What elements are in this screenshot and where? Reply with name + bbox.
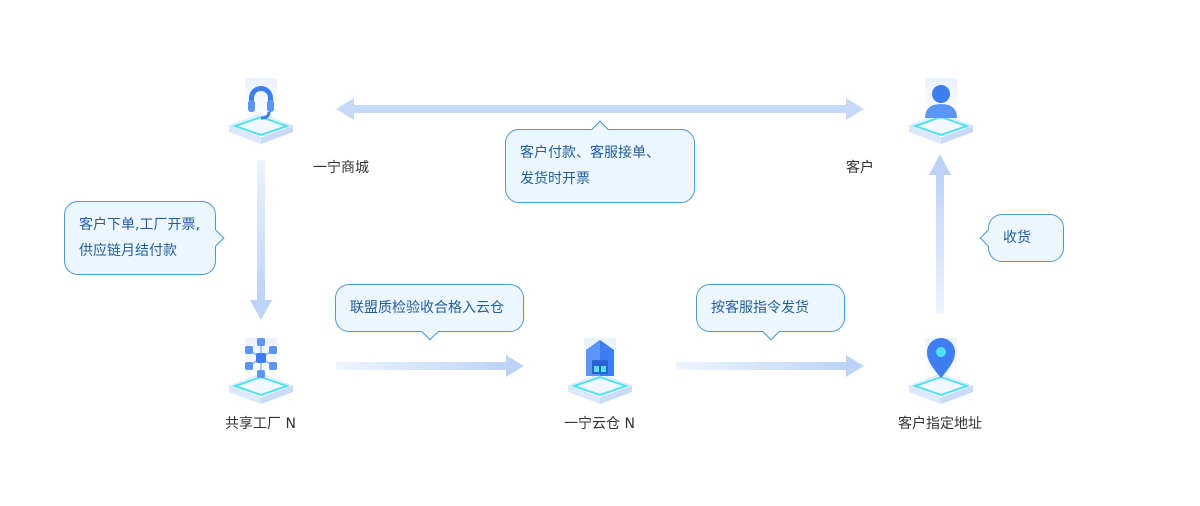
bubble-payment: 客户付款、客服接单、 发货时开票 <box>505 120 695 203</box>
bubble-payment-line-1: 客户付款、客服接单、 <box>520 145 660 161</box>
bubble-inspection-line-1: 联盟质检验收合格入云仓 <box>350 300 504 316</box>
arrow-address-customer <box>929 154 951 314</box>
user-icon <box>907 78 975 144</box>
headset-icon <box>227 78 295 144</box>
arrow-warehouse-address <box>676 355 864 377</box>
bubble-inspection: 联盟质检验收合格入云仓 <box>335 284 524 341</box>
node-cloud-warehouse-label: 一宁云仓 N <box>564 416 635 432</box>
node-mall-label: 一宁商城 <box>313 160 369 176</box>
bubble-receive: 收货 <box>979 214 1064 262</box>
bubble-dispatch: 按客服指令发货 <box>696 284 845 341</box>
node-mall <box>219 68 303 152</box>
arrow-mall-factory <box>250 160 272 320</box>
bubble-payment-line-2: 发货时开票 <box>520 171 590 187</box>
bubble-order-line-1: 客户下单,工厂开票, <box>79 217 200 233</box>
node-customer-label: 客户 <box>846 160 874 176</box>
node-customer <box>899 68 983 152</box>
node-factory <box>219 328 303 412</box>
warehouse-icon <box>566 338 634 404</box>
bubble-order: 客户下单,工厂开票, 供应链月结付款 <box>64 201 225 275</box>
node-cloud-warehouse <box>558 328 642 412</box>
node-factory-label: 共享工厂 N <box>225 416 296 432</box>
node-address <box>899 328 983 412</box>
bubble-order-line-2: 供应链月结付款 <box>79 243 177 259</box>
network-cubes-icon <box>227 338 295 404</box>
location-pin-icon <box>907 338 975 404</box>
node-address-label: 客户指定地址 <box>898 416 982 432</box>
arrow-mall-customer <box>336 98 864 120</box>
arrow-factory-warehouse <box>336 355 524 377</box>
bubble-receive-line-1: 收货 <box>1003 230 1031 246</box>
bubble-dispatch-line-1: 按客服指令发货 <box>711 300 809 316</box>
